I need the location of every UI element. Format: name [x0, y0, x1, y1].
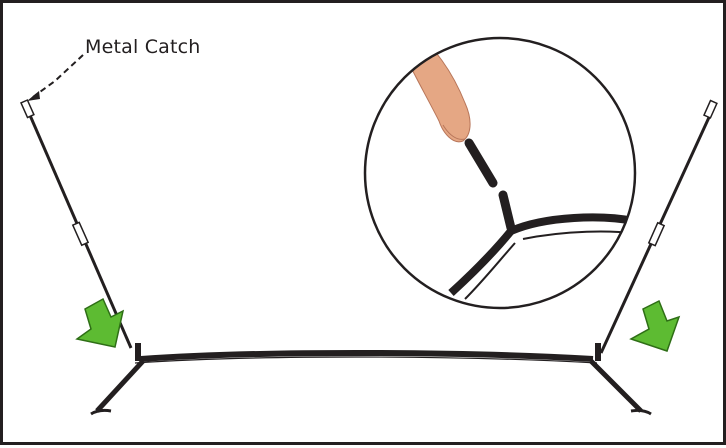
base-frame [91, 343, 651, 414]
metal-catch-icon [21, 100, 34, 117]
down-arrow-icon [77, 299, 123, 347]
leader-arrow [27, 55, 83, 101]
detail-inset [365, 33, 643, 308]
down-arrow-icon [631, 301, 679, 351]
metal-catch-label: Metal Catch [85, 36, 201, 58]
assembly-illustration [3, 3, 726, 448]
left-pole [21, 100, 131, 348]
